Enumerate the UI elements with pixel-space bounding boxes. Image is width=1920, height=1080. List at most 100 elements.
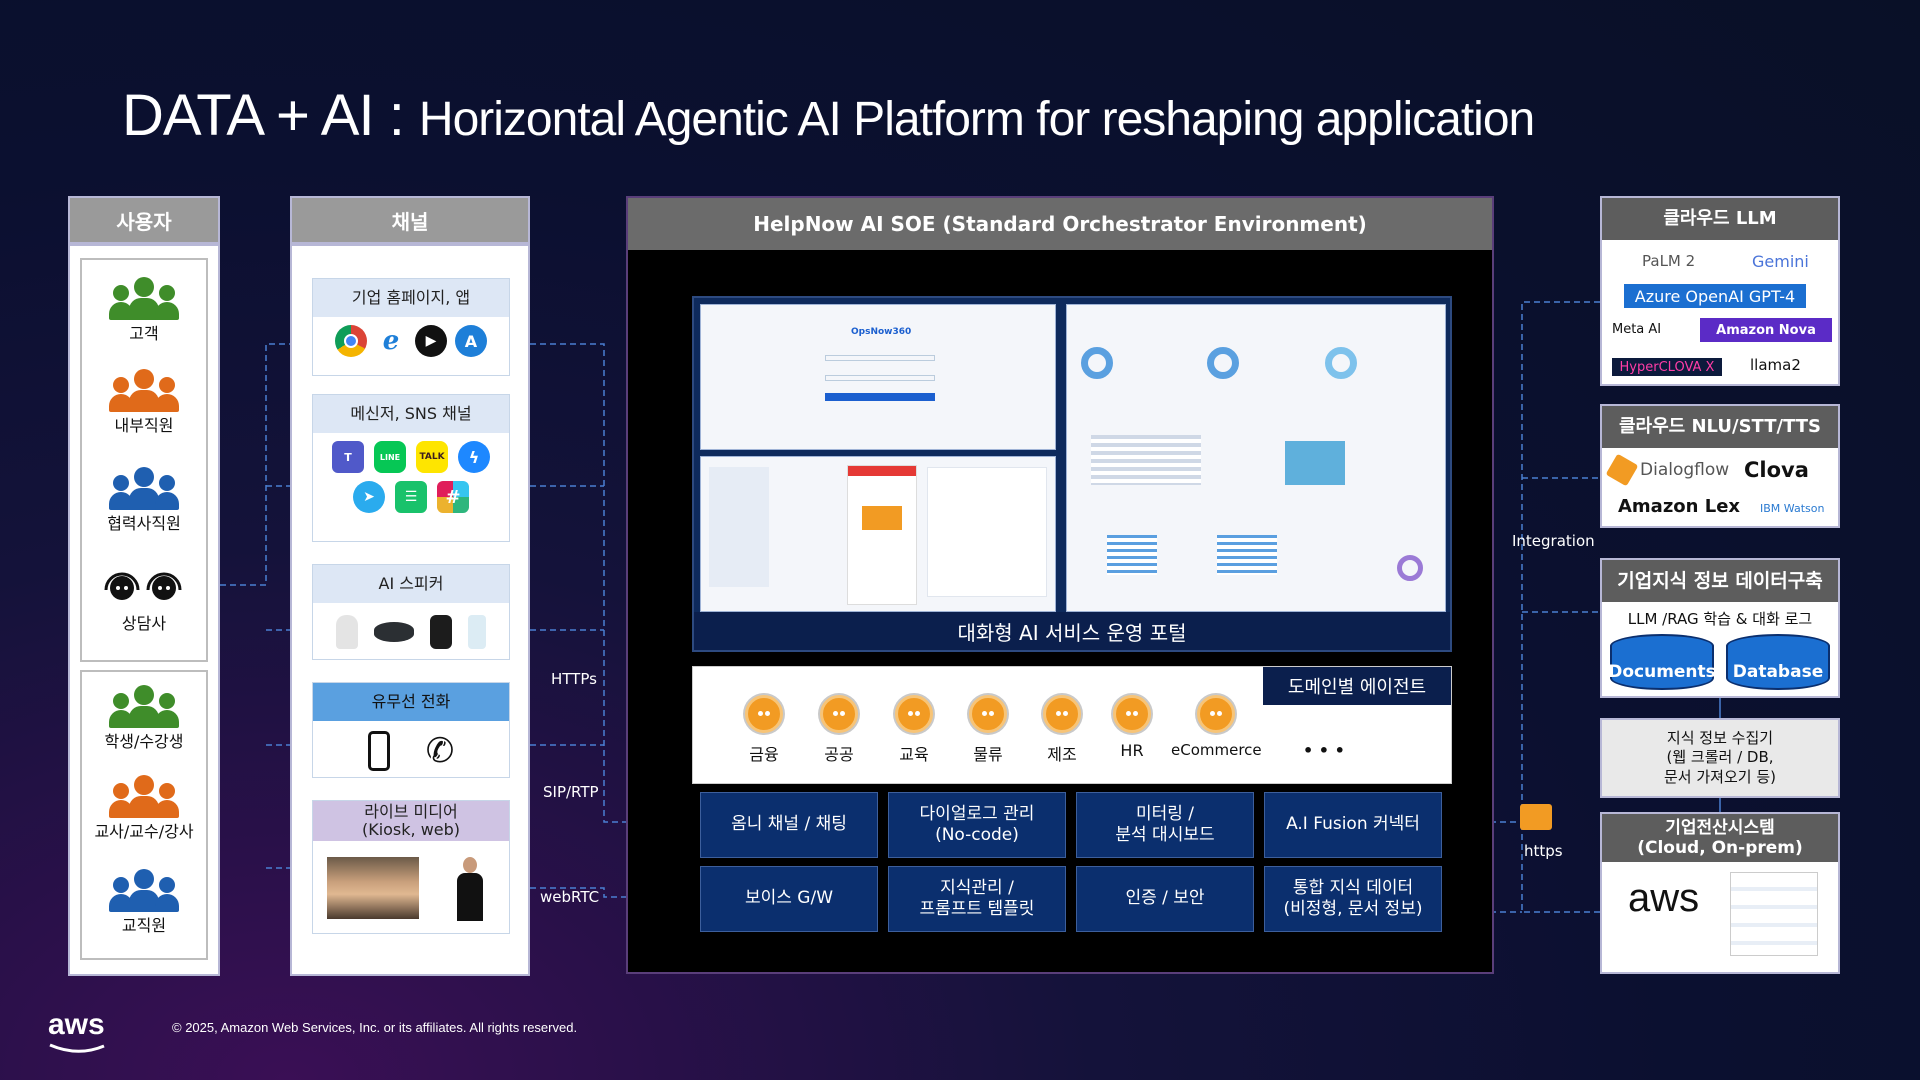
dialogflow-icon — [1605, 453, 1639, 487]
portal-label: 대화형 AI 서비스 운영 포털 — [694, 612, 1450, 650]
azure-openai-logo: Azure OpenAI GPT-4 — [1624, 284, 1806, 308]
title-sub: Horizontal Agentic AI Platform for resha… — [418, 93, 1535, 146]
mobile-phone-icon — [367, 731, 390, 771]
chrome-icon — [335, 325, 367, 357]
bot-icon — [1197, 695, 1236, 733]
teams-icon: T — [332, 441, 364, 473]
app-store-icon: A — [455, 325, 487, 357]
play-icon: ▶ — [415, 325, 447, 357]
chat-channel-icon: ☰ — [395, 481, 427, 513]
kakaotalk-icon: TALK — [416, 441, 448, 473]
channel-label: 메신저, SNS 채널 — [313, 395, 509, 433]
user-student: 학생/수강생 — [82, 685, 206, 752]
channel-phone: 유무선 전화 ✆ — [312, 682, 510, 778]
users-group-2: 학생/수강생 교사/교수/강사 교직원 — [80, 670, 208, 960]
agent-ecommerce: eCommerce — [1171, 695, 1262, 759]
user-label: 고객 — [129, 324, 159, 343]
channel-label: 기업 홈페이지, 앱 — [313, 279, 509, 317]
module-dialog-mgmt: 다이얼로그 관리 (No-code) — [888, 792, 1066, 858]
bot-icon — [1113, 695, 1151, 733]
llama2-logo: llama2 — [1750, 356, 1801, 374]
slack-icon: # — [437, 481, 469, 513]
meta-ai-logo: Meta AI — [1612, 322, 1662, 337]
users-group-1: 고객 내부직원 협력사직원 상담사 — [80, 258, 208, 662]
agent-education: 교육 — [895, 695, 933, 765]
knowledge-subtitle: LLM /RAG 학습 & 대화 로그 — [1627, 610, 1813, 628]
user-label: 상담사 — [121, 614, 167, 633]
channel-label: AI 스피커 — [313, 565, 509, 603]
integration-label: Integration — [1512, 532, 1595, 550]
knowledge-header: 기업지식 정보 데이터구축 — [1602, 560, 1838, 602]
soe-header: HelpNow AI SOE (Standard Orchestrator En… — [628, 198, 1492, 250]
page-title: DATA + AI : Horizontal Agentic AI Platfo… — [122, 82, 1535, 149]
palm2-logo: PaLM 2 — [1642, 252, 1696, 270]
user-customer: 고객 — [82, 277, 206, 344]
channel-live-media: 라이브 미디어 (Kiosk, web) — [312, 800, 510, 934]
agents-more: • • • — [1303, 741, 1345, 760]
architecture-diagram-image — [1730, 872, 1818, 956]
user-label: 학생/수강생 — [104, 732, 184, 751]
clova-logo: Clova — [1744, 458, 1809, 482]
user-employee: 내부직원 — [82, 369, 206, 436]
domain-agents: 도메인별 에이전트 금융 공공 교육 물류 제조 HR eCommerce • … — [692, 666, 1452, 784]
footer-aws-logo: aws — [48, 1010, 108, 1059]
line-icon: LINE — [374, 441, 406, 473]
smile-arrow-icon — [49, 1043, 105, 1053]
amazon-lex-logo: Amazon Lex — [1618, 496, 1741, 517]
enterprise-header: 기업전산시스템 (Cloud, On-prem) — [1602, 814, 1838, 862]
agents-tag: 도메인별 에이전트 — [1263, 667, 1451, 705]
enterprise-system-panel: 기업전산시스템 (Cloud, On-prem) aws — [1600, 812, 1840, 974]
dashboard-screenshot — [1066, 304, 1446, 612]
echo-dot-icon — [374, 622, 414, 642]
avatar-face-image — [327, 857, 419, 919]
module-metering: 미터링 / 분석 대시보드 — [1076, 792, 1254, 858]
protocol-webrtc: webRTC — [540, 888, 600, 906]
protocol-sip-rtp: SIP/RTP — [543, 783, 599, 801]
smart-speaker-icon — [468, 615, 486, 649]
bot-icon — [969, 695, 1007, 733]
cloud-nlu-panel: 클라우드 NLU/STT/TTS Dialogflow Clova Amazon… — [1600, 404, 1840, 528]
telegram-icon: ➤ — [353, 481, 385, 513]
screen-brand: OpsNow360 — [851, 327, 912, 337]
knowledge-data-panel: 기업지식 정보 데이터구축 LLM /RAG 학습 & 대화 로그 Docume… — [1600, 558, 1840, 698]
channels-header: 채널 — [290, 196, 530, 244]
speaker-icon — [430, 615, 452, 649]
ibm-watson-logo: IBM Watson — [1760, 502, 1825, 515]
headset-icon — [102, 570, 186, 610]
channel-label: 라이브 미디어 (Kiosk, web) — [313, 801, 509, 841]
channel-ai-speaker: AI 스피커 — [312, 564, 510, 660]
module-integrated-data: 통합 지식 데이터 (비정형, 문서 정보) — [1264, 866, 1442, 932]
user-label: 내부직원 — [114, 416, 174, 435]
cloud-llm-panel: 클라우드 LLM PaLM 2 Gemini Azure OpenAI GPT-… — [1600, 196, 1840, 386]
aws-logo: aws — [1628, 876, 1700, 920]
agent-finance: 금융 — [745, 695, 783, 765]
bot-icon — [820, 695, 858, 733]
hyperclova-logo: HyperCLOVA X — [1612, 358, 1722, 376]
channel-label: 유무선 전화 — [313, 683, 509, 721]
title-main: DATA + AI : — [122, 83, 419, 148]
user-teacher: 교사/교수/강사 — [82, 775, 206, 842]
module-ai-fusion: A.I Fusion 커넥터 — [1264, 792, 1442, 858]
messenger-icon: ϟ — [458, 441, 490, 473]
dialogflow-logo: Dialogflow — [1640, 460, 1730, 480]
user-label: 교사/교수/강사 — [94, 822, 194, 841]
module-auth-security: 인증 / 보안 — [1076, 866, 1254, 932]
google-home-icon — [336, 615, 358, 649]
module-knowledge-mgmt: 지식관리 / 프롬프트 템플릿 — [888, 866, 1066, 932]
agent-logistics: 물류 — [969, 695, 1007, 765]
database-store: Database — [1726, 634, 1830, 690]
login-screenshot: OpsNow360 — [700, 304, 1056, 450]
avatar-presenter-image — [437, 851, 503, 923]
user-partner: 협력사직원 — [82, 467, 206, 534]
channel-web-app: 기업 홈페이지, 앱 e ▶ A — [312, 278, 510, 376]
module-omnichannel: 옴니 채널 / 채팅 — [700, 792, 878, 858]
protocol-https: HTTPs — [551, 670, 597, 688]
agent-public: 공공 — [820, 695, 858, 765]
user-label: 협력사직원 — [107, 514, 181, 533]
gemini-logo: Gemini — [1752, 252, 1809, 271]
protocol-https-lower: https — [1524, 842, 1563, 860]
amazon-nova-logo: Amazon Nova — [1700, 318, 1832, 342]
knowledge-collector: 지식 정보 수집기 (웹 크롤러 / DB, 문서 가져오기 등) — [1600, 718, 1840, 798]
cloud-nlu-header: 클라우드 NLU/STT/TTS — [1602, 406, 1838, 448]
api-gateway-icon — [1520, 804, 1552, 830]
